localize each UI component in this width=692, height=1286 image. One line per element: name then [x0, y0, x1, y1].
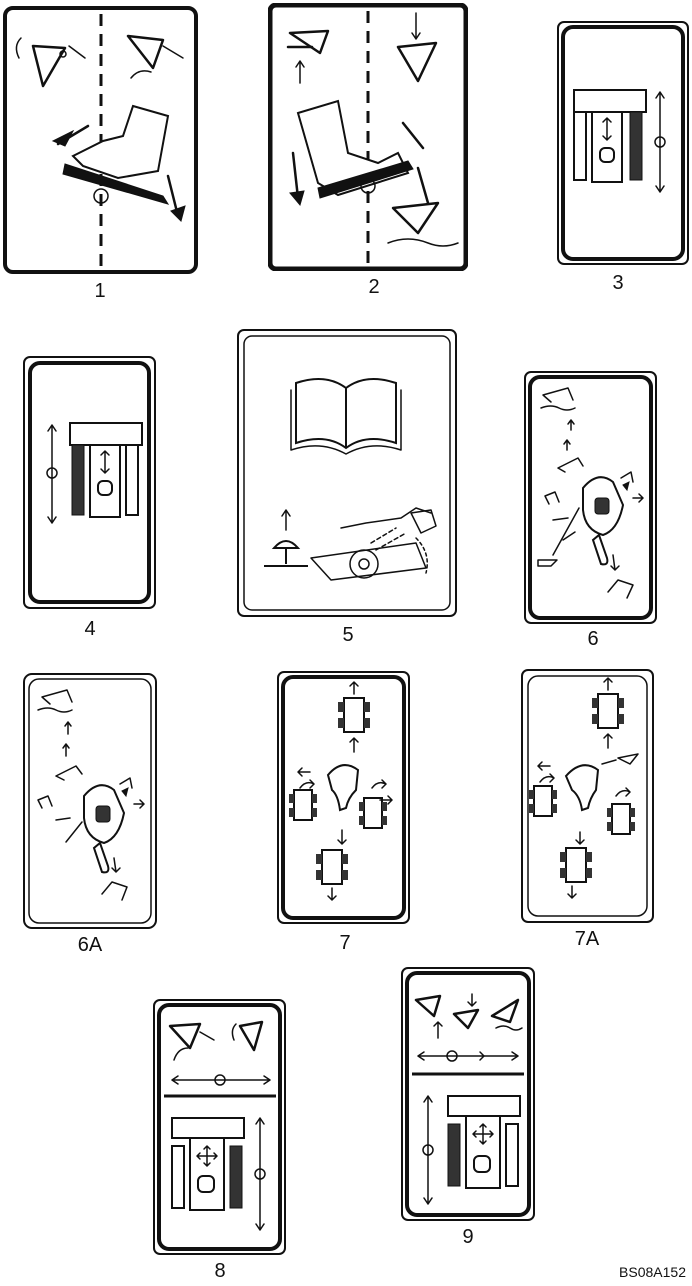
decal-2-label: 2: [368, 276, 380, 298]
decal-7-label: 7: [339, 932, 351, 954]
decal-4-label: 4: [84, 618, 96, 640]
decal-2: [268, 3, 468, 271]
decal-7a-label: 7A: [574, 928, 600, 950]
decal-7: [276, 670, 411, 925]
decal-3-label: 3: [612, 272, 624, 294]
decal-1-label: 1: [94, 280, 106, 302]
decal-6a-label: 6A: [77, 934, 103, 956]
decal-8-label: 8: [214, 1260, 226, 1282]
figure-reference-code: BS08A152: [619, 1264, 686, 1280]
decal-4: [22, 355, 157, 610]
decal-6: [523, 370, 658, 625]
decal-1: [3, 6, 198, 274]
decal-7a: [520, 668, 655, 924]
decal-9: [400, 966, 536, 1222]
decal-5: [236, 328, 458, 618]
decal-5-label: 5: [342, 624, 354, 646]
decal-6-label: 6: [587, 628, 599, 650]
decal-3: [556, 20, 690, 266]
decal-8: [152, 998, 287, 1256]
decal-9-label: 9: [462, 1226, 474, 1248]
decal-6a: [22, 672, 158, 930]
